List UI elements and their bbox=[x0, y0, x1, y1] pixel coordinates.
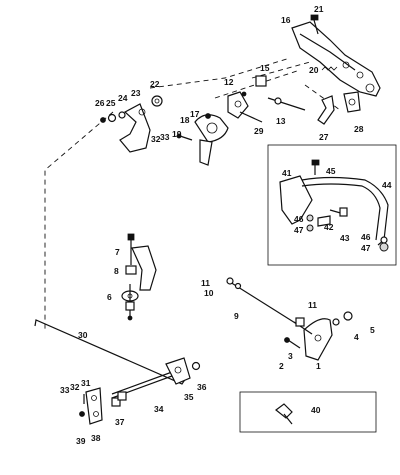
callout-11b: 11 bbox=[308, 300, 317, 310]
callout-21: 21 bbox=[314, 4, 324, 14]
callout-2: 2 bbox=[279, 361, 284, 371]
callout-22: 22 bbox=[150, 79, 160, 89]
callout-38: 38 bbox=[91, 433, 101, 443]
callout-43: 43 bbox=[340, 233, 350, 243]
lever-27 bbox=[317, 95, 335, 125]
callout-3: 3 bbox=[288, 351, 293, 361]
callout-4: 4 bbox=[354, 332, 359, 342]
rod-9 bbox=[226, 277, 301, 327]
rod-13 bbox=[267, 97, 306, 111]
arm-38 bbox=[85, 387, 103, 425]
callout-35: 35 bbox=[184, 392, 194, 402]
bolt-21 bbox=[310, 14, 319, 35]
callout-labels: 1 2 3 4 5 6 7 8 9 10 11 11 12 13 15 16 1… bbox=[60, 4, 392, 446]
nut-and-washers-24-26 bbox=[100, 111, 126, 123]
callout-23: 23 bbox=[131, 88, 141, 98]
clip-28 bbox=[343, 91, 361, 113]
callout-32b: 32 bbox=[70, 382, 80, 392]
callout-41: 41 bbox=[282, 168, 292, 178]
callout-19: 19 bbox=[172, 129, 182, 139]
callout-30: 30 bbox=[78, 330, 88, 340]
pivot-6 bbox=[121, 284, 139, 321]
clip-36 bbox=[191, 361, 201, 371]
callout-17: 17 bbox=[190, 109, 200, 119]
dashed-routing-lines bbox=[44, 57, 341, 330]
callout-34: 34 bbox=[154, 404, 164, 414]
callout-47: 47 bbox=[294, 225, 304, 235]
callout-46b: 46 bbox=[361, 232, 371, 242]
callout-10: 10 bbox=[204, 288, 214, 298]
callout-16: 16 bbox=[281, 15, 291, 25]
callout-27: 27 bbox=[319, 132, 329, 142]
spring-20 bbox=[321, 66, 338, 71]
bracket-1 bbox=[303, 318, 333, 361]
callout-26: 26 bbox=[95, 98, 105, 108]
inset-box-40 bbox=[239, 391, 377, 433]
callout-39: 39 bbox=[76, 436, 86, 446]
callout-5: 5 bbox=[370, 325, 375, 335]
bolt-2 bbox=[284, 337, 301, 349]
bracket-15 bbox=[255, 75, 267, 87]
callout-28: 28 bbox=[354, 124, 364, 134]
inset-box-bracket bbox=[267, 144, 397, 266]
callout-9: 9 bbox=[234, 311, 239, 321]
callout-37: 37 bbox=[115, 417, 125, 427]
upper-bracket-plate bbox=[291, 21, 381, 97]
washer-22 bbox=[151, 95, 163, 107]
callout-20: 20 bbox=[309, 65, 319, 75]
callout-29: 29 bbox=[254, 126, 264, 136]
callout-42: 42 bbox=[324, 222, 334, 232]
callout-33: 33 bbox=[160, 132, 170, 142]
callout-12: 12 bbox=[224, 77, 234, 87]
callout-1: 1 bbox=[316, 361, 321, 371]
throttle-arm-23 bbox=[119, 103, 151, 153]
callout-7: 7 bbox=[115, 247, 120, 257]
cam-assembly bbox=[194, 113, 229, 166]
callout-24: 24 bbox=[118, 93, 128, 103]
callout-31: 31 bbox=[81, 378, 91, 388]
fittings-37 bbox=[111, 391, 127, 407]
callout-8: 8 bbox=[114, 266, 119, 276]
rod-30 bbox=[34, 319, 187, 385]
callout-47b: 47 bbox=[361, 243, 371, 253]
shaft-11 bbox=[293, 317, 313, 335]
callout-18: 18 bbox=[180, 115, 190, 125]
callout-45: 45 bbox=[326, 166, 336, 176]
washers-4-5 bbox=[332, 311, 353, 326]
link-29 bbox=[239, 111, 263, 123]
callout-6: 6 bbox=[107, 292, 112, 302]
bushing-8 bbox=[125, 265, 137, 275]
lever-12 bbox=[227, 91, 249, 119]
callout-15: 15 bbox=[260, 63, 270, 73]
callout-36: 36 bbox=[197, 382, 207, 392]
callout-33b: 33 bbox=[60, 385, 70, 395]
callout-11: 11 bbox=[201, 278, 210, 288]
bracket-35 bbox=[165, 357, 191, 385]
callout-13: 13 bbox=[276, 116, 286, 126]
pin-19 bbox=[176, 133, 193, 141]
nut-39 bbox=[79, 411, 85, 417]
callout-46: 46 bbox=[294, 214, 304, 224]
callout-44: 44 bbox=[382, 180, 392, 190]
callout-25: 25 bbox=[106, 98, 116, 108]
callout-40: 40 bbox=[311, 405, 321, 415]
callout-32: 32 bbox=[151, 134, 161, 144]
bracket-7 bbox=[127, 233, 157, 291]
